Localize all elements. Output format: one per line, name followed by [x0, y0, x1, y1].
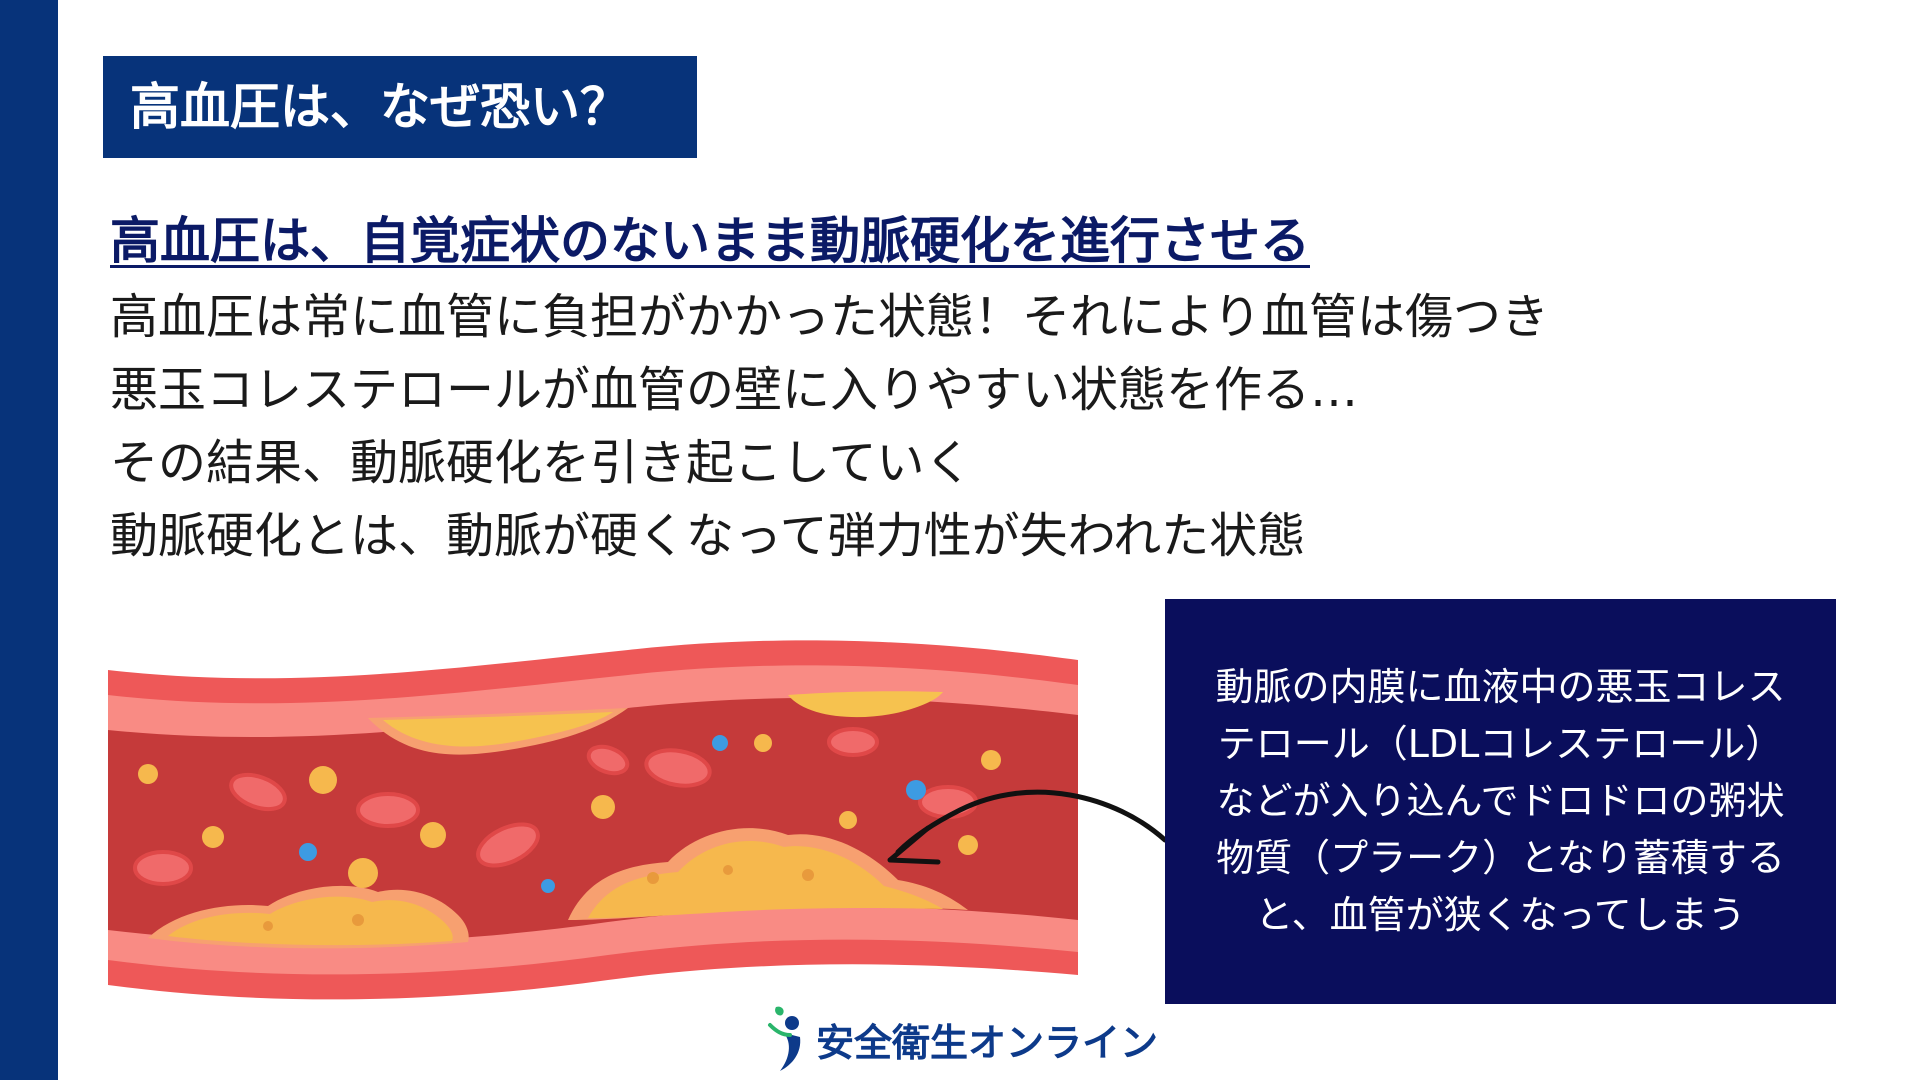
- logo: 安全衛生オンライン: [762, 1003, 1158, 1075]
- page-title: 高血圧は、なぜ恐い？: [103, 56, 697, 158]
- left-accent-bar: [0, 0, 58, 1080]
- blood-cell: [133, 850, 193, 886]
- body-line: その結果、動脈硬化を引き起こしていく: [110, 435, 973, 491]
- callout-line: 動脈の内膜に血液中の悪玉コレス: [1215, 665, 1786, 709]
- blood-cell: [644, 748, 712, 788]
- blue-cell: [712, 735, 728, 751]
- headline: 高血圧は、自覚症状のないまま動脈硬化を進行させる: [110, 212, 1310, 270]
- blood-cell: [827, 727, 879, 757]
- callout-box: 動脈の内膜に血液中の悪玉コレス テロール（LDLコレステロール） などが入り込ん…: [1165, 599, 1836, 1004]
- callout-line: と、血管が狭くなってしまう: [1255, 893, 1746, 937]
- blood-cell: [476, 822, 540, 868]
- blue-cell: [906, 780, 926, 800]
- plaque-top-right: [788, 691, 943, 718]
- blood-cell: [229, 772, 287, 812]
- body-text: 高血圧は常に血管に負担がかかった状態！それにより血管は傷つき 悪玉コレステロール…: [110, 281, 1549, 573]
- callout-line: 物質（プラーク）となり蓄積する: [1216, 836, 1785, 880]
- blue-cell: [541, 879, 555, 893]
- body-line: 悪玉コレステロールが血管の壁に入りやすい状態を作る…: [110, 362, 1359, 418]
- blood-cell: [586, 744, 630, 776]
- callout-line: テロール（LDLコレステロール）: [1217, 722, 1784, 766]
- blue-cell: [299, 843, 317, 861]
- logo-text: 安全衛生オンライン: [816, 1020, 1159, 1065]
- body-line: 動脈硬化とは、動脈が硬くなって弾力性が失われた状態: [110, 508, 1306, 564]
- curved-arrow-icon: [887, 789, 1168, 865]
- runner-logo-icon: [768, 1006, 801, 1071]
- body-line: 高血圧は常に血管に負担がかかった状態！それにより血管は傷つき: [110, 289, 1550, 345]
- callout-line: などが入り込んでドロドロの粥状: [1216, 779, 1785, 823]
- artery-illustration: [108, 640, 1078, 1000]
- blood-cell: [356, 792, 420, 828]
